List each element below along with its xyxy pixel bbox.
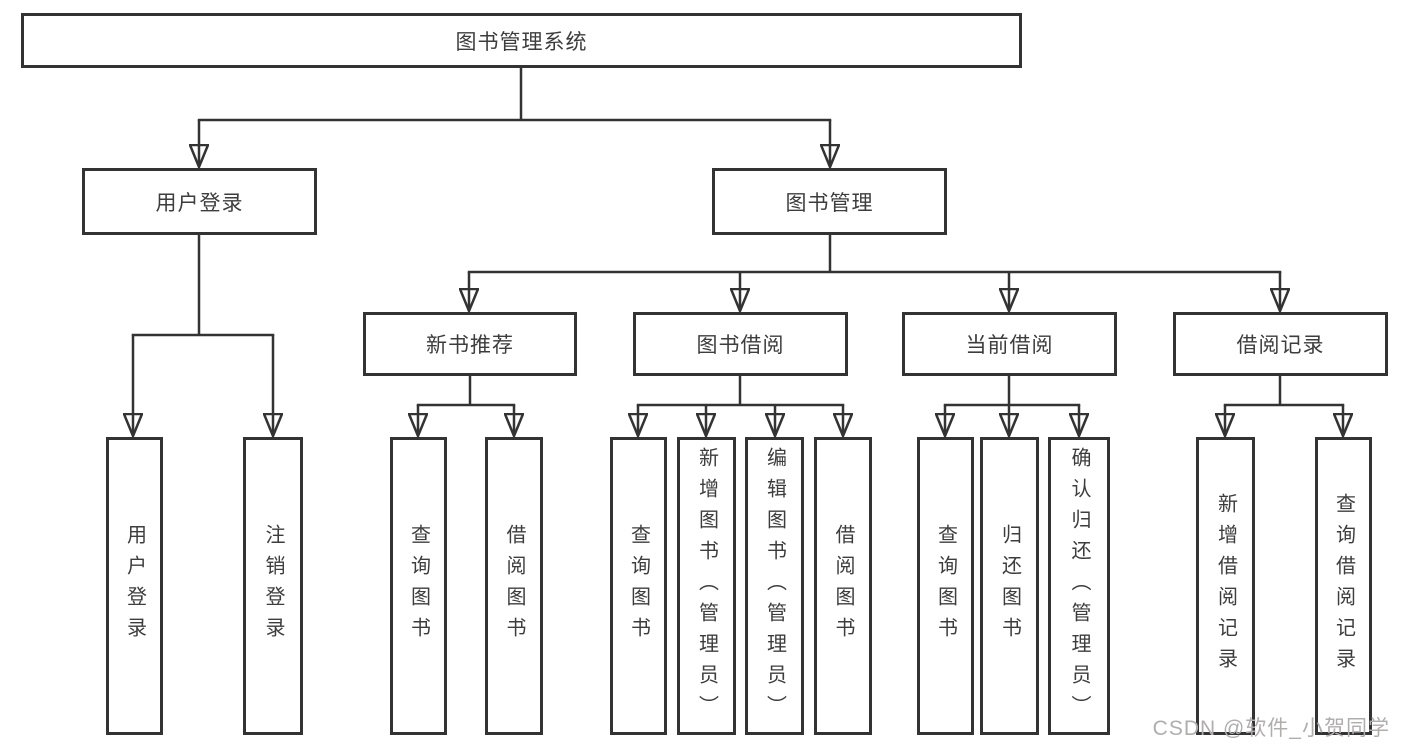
node-book-borrow: 图书借阅 [633, 312, 848, 376]
leaf-cb-query-book: 查询图书 [917, 437, 974, 735]
leaf-br-query-record-label: 查询借阅记录 [1332, 493, 1355, 679]
node-book-management: 图书管理 [712, 168, 947, 235]
leaf-cb-confirm-return-admin-label: 确认归还（管理员） [1068, 446, 1090, 726]
leaf-logout-label: 注销登录 [262, 524, 284, 648]
leaf-bb-edit-book-admin: 编辑图书（管理员） [745, 437, 804, 735]
node-root-label: 图书管理系统 [455, 30, 588, 54]
leaf-nbr-query-book: 查询图书 [390, 437, 447, 735]
leaf-br-add-record-label: 新增借阅记录 [1214, 493, 1237, 679]
leaf-br-add-record: 新增借阅记录 [1196, 437, 1255, 735]
node-new-book-recommend-label: 新书推荐 [426, 334, 514, 357]
node-current-borrow: 当前借阅 [902, 312, 1117, 376]
leaf-nbr-borrow-book-label: 借阅图书 [503, 524, 525, 648]
node-user-login-label: 用户登录 [155, 191, 244, 215]
node-current-borrow-label: 当前借阅 [965, 334, 1054, 357]
node-book-borrow-label: 图书借阅 [696, 334, 785, 357]
leaf-cb-return-book: 归还图书 [980, 437, 1039, 735]
node-borrow-records: 借阅记录 [1173, 312, 1388, 376]
leaf-bb-query-book: 查询图书 [610, 437, 667, 735]
node-book-management-label: 图书管理 [785, 191, 874, 215]
leaf-nbr-borrow-book: 借阅图书 [485, 437, 543, 735]
leaf-bb-query-book-label: 查询图书 [627, 524, 650, 648]
node-user-login: 用户登录 [82, 168, 317, 235]
watermark: CSDN @软件_小贺同学 [1152, 717, 1390, 740]
leaf-user-login-label: 用户登录 [123, 524, 146, 648]
node-root: 图书管理系统 [21, 13, 1022, 68]
leaf-user-login: 用户登录 [106, 437, 163, 735]
leaf-cb-confirm-return-admin: 确认归还（管理员） [1048, 437, 1110, 735]
leaf-nbr-query-book-label: 查询图书 [407, 524, 430, 648]
leaf-bb-add-book-admin: 新增图书（管理员） [677, 437, 736, 735]
leaf-br-query-record: 查询借阅记录 [1315, 437, 1372, 735]
leaf-bb-borrow-book-label: 借阅图书 [832, 524, 854, 648]
node-new-book-recommend: 新书推荐 [363, 312, 577, 376]
leaf-cb-return-book-label: 归还图书 [998, 524, 1021, 648]
node-borrow-records-label: 借阅记录 [1236, 334, 1325, 357]
leaf-logout: 注销登录 [243, 437, 303, 735]
leaf-bb-add-book-admin-label: 新增图书（管理员） [695, 446, 718, 726]
leaf-bb-edit-book-admin-label: 编辑图书（管理员） [763, 446, 786, 726]
leaf-bb-borrow-book: 借阅图书 [814, 437, 872, 735]
leaf-cb-query-book-label: 查询图书 [934, 524, 957, 648]
